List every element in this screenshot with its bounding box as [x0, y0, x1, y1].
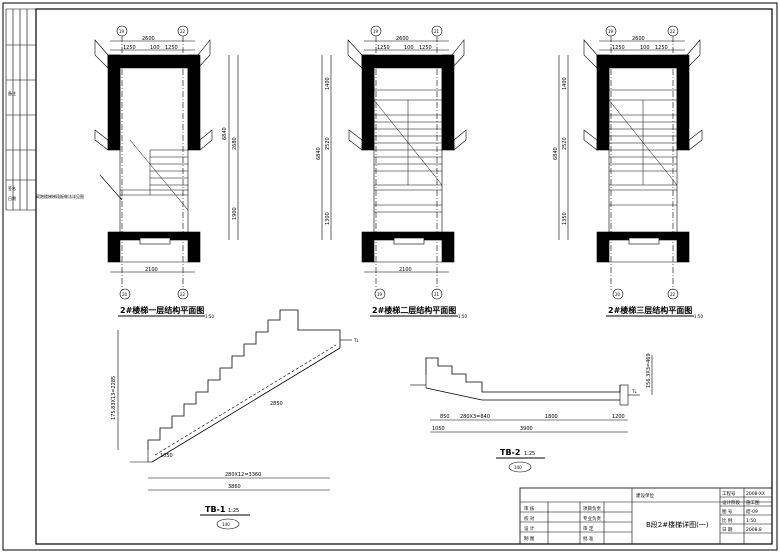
tb2-left-dim: 1050 — [432, 426, 445, 432]
tb-project-label: 建设单位 — [636, 492, 654, 499]
title-block: 建设单位 审 核 校 对 设 计 制 图 项目负责 专业负责 审 定 批 准 B… — [519, 487, 773, 545]
tb2-steps-dim: 280X3=840 — [460, 414, 490, 420]
tb2-right-dim: 1200 — [612, 414, 625, 420]
tb1-thickness: 140 — [222, 522, 230, 527]
tb-info-label-4: 比 例 — [722, 517, 733, 524]
plan3-top-part-2: 100 — [640, 45, 650, 51]
plan2-top-total: 2600 — [396, 36, 409, 42]
tb2-name: TB-2 — [500, 448, 520, 457]
plan2-bottom-dim: 2100 — [399, 267, 412, 273]
section-tb2: TL 850 280X3=840 1800 1200 3900 1050 156… — [410, 353, 653, 473]
plan2-top-part-2: 100 — [404, 45, 414, 51]
tb-info-label-3: 图 号 — [722, 509, 733, 515]
plan3-top-part-1: 1250 — [612, 45, 625, 51]
drawing-frame — [35, 8, 773, 545]
tb-row-left-4: 制 图 — [524, 535, 535, 542]
tb-info-value-1: 2008-XX — [746, 491, 765, 497]
tb2-left-sub: 850 — [440, 414, 450, 420]
tb2-scale: 1:25 — [524, 451, 535, 457]
plan2-side-dim-4: 1300 — [325, 212, 331, 225]
strip-label-1: 备注 — [8, 90, 16, 96]
axis-top-1b: 22 — [180, 29, 186, 34]
plan1-scale: 1:50 — [205, 314, 214, 319]
strip-label-3: 日期 — [8, 195, 16, 201]
tb-info-label-1: 工程号 — [722, 490, 736, 497]
axis-bottom-2a: 19 — [377, 292, 383, 297]
plan1-bottom-dim: 2100 — [145, 267, 158, 273]
tb-row-mid-2: 专业负责 — [583, 515, 601, 522]
tb-drawing-title: B段2#楼梯详图(一) — [646, 520, 709, 529]
plan1-side-total: 6840 — [222, 127, 228, 140]
tb-info-value-4: 1:50 — [746, 518, 756, 524]
axis-top-1a: 19 — [119, 29, 125, 34]
tb1-mid-dim: 2850 — [270, 401, 283, 407]
plan1-top-part-2: 100 — [150, 45, 160, 51]
tb-info-value-3: 结-09 — [746, 508, 758, 515]
axis-bottom-2b: 21 — [434, 292, 440, 297]
axis-bottom-1b: 22 — [180, 292, 186, 297]
tb-row-mid-3: 审 定 — [583, 525, 594, 532]
tb2-thickness: 140 — [514, 465, 522, 470]
plan2-side-dim-1: 1400 — [325, 77, 331, 90]
axis-bottom-1a: 20 — [122, 292, 128, 297]
plan3-side-total: 6840 — [553, 147, 559, 160]
plan-1: 19 22 2600 1250 100 1250 — [36, 25, 239, 319]
tb1-total-len: 3860 — [228, 484, 241, 490]
tb-row-left-3: 设 计 — [524, 525, 535, 532]
plan3-top-part-3: 1250 — [655, 45, 668, 51]
plan2-top-part-3: 1250 — [419, 45, 432, 51]
tb2-mid-dim: 1800 — [545, 414, 558, 420]
plan3-side-dim-1: 1400 — [562, 77, 568, 90]
left-strip: 备注 签名 日期 — [5, 8, 36, 211]
plan-3: 19 22 2600 1250 100 1250 — [553, 25, 703, 319]
tb1-side-dim: 175.83X13=2285 — [111, 376, 117, 420]
plan3-title: 2#楼梯三层结构平面图 — [608, 305, 692, 315]
plan3-scale: 1:50 — [694, 314, 703, 319]
tb1-right-label: TL — [353, 338, 359, 343]
tb2-right-label: TL — [631, 389, 637, 394]
plan2-title: 2#楼梯二层结构平面图 — [372, 305, 456, 315]
plan1-side-dim-3: 2680 — [232, 137, 238, 150]
tb-row-left-2: 校 对 — [524, 515, 535, 522]
plan2-side-total: 6840 — [316, 147, 322, 160]
plan3-top-total: 2600 — [632, 36, 645, 42]
tb2-total-len: 3900 — [520, 426, 533, 432]
tb1-name: TB-1 — [205, 505, 226, 514]
plan3-side-dim-4: 1350 — [562, 212, 568, 225]
axis-top-2a: 19 — [373, 29, 379, 34]
plan2-side-dim-3: 2520 — [325, 137, 331, 150]
axis-top-2b: 21 — [434, 29, 440, 34]
axis-top-3b: 22 — [670, 29, 676, 34]
tb-info-value-2: 施工图 — [746, 499, 760, 506]
tb-row-mid-4: 批 准 — [583, 535, 594, 542]
tb-row-mid-1: 项目负责 — [583, 505, 601, 512]
axis-bottom-3b: 22 — [670, 292, 676, 297]
plan1-top-part-3: 1250 — [165, 45, 178, 51]
tb-info-value-5: 2008.8 — [746, 527, 762, 533]
axis-top-3a: 19 — [608, 29, 614, 34]
tb-info-label-5: 日 期 — [722, 527, 733, 533]
section-tb1: TL 280X12=3360 3860 175.83X13=2285 1050 … — [111, 309, 359, 530]
plan1-title: 2#楼梯一层结构平面图 — [120, 305, 204, 315]
plan3-side-dim-3: 2520 — [562, 137, 568, 150]
plan1-top-total: 2600 — [142, 36, 155, 42]
plan2-scale: 1:50 — [458, 314, 467, 319]
tb2-side-dim: 156.3X3=469 — [646, 353, 652, 388]
plan1-side-dim-4: 1900 — [232, 207, 238, 220]
plan1-top-part-1: 1250 — [123, 45, 136, 51]
strip-label-2: 签名 — [8, 185, 16, 191]
tb-row-left-1: 审 核 — [524, 505, 535, 512]
plan1-note: 双跑楼梯梯段板做法详见图 — [36, 193, 84, 199]
tb1-left-dim: 1050 — [160, 453, 173, 459]
tb-info-label-2: 设计阶段 — [722, 499, 740, 506]
plan2-top-part-1: 1250 — [377, 45, 390, 51]
axis-bottom-3a: 20 — [615, 292, 621, 297]
tb1-scale: 1:25 — [228, 508, 239, 514]
plan-2: 19 21 2600 1250 100 1250 — [316, 25, 467, 319]
tb1-steps-dim: 280X12=3360 — [225, 472, 261, 478]
